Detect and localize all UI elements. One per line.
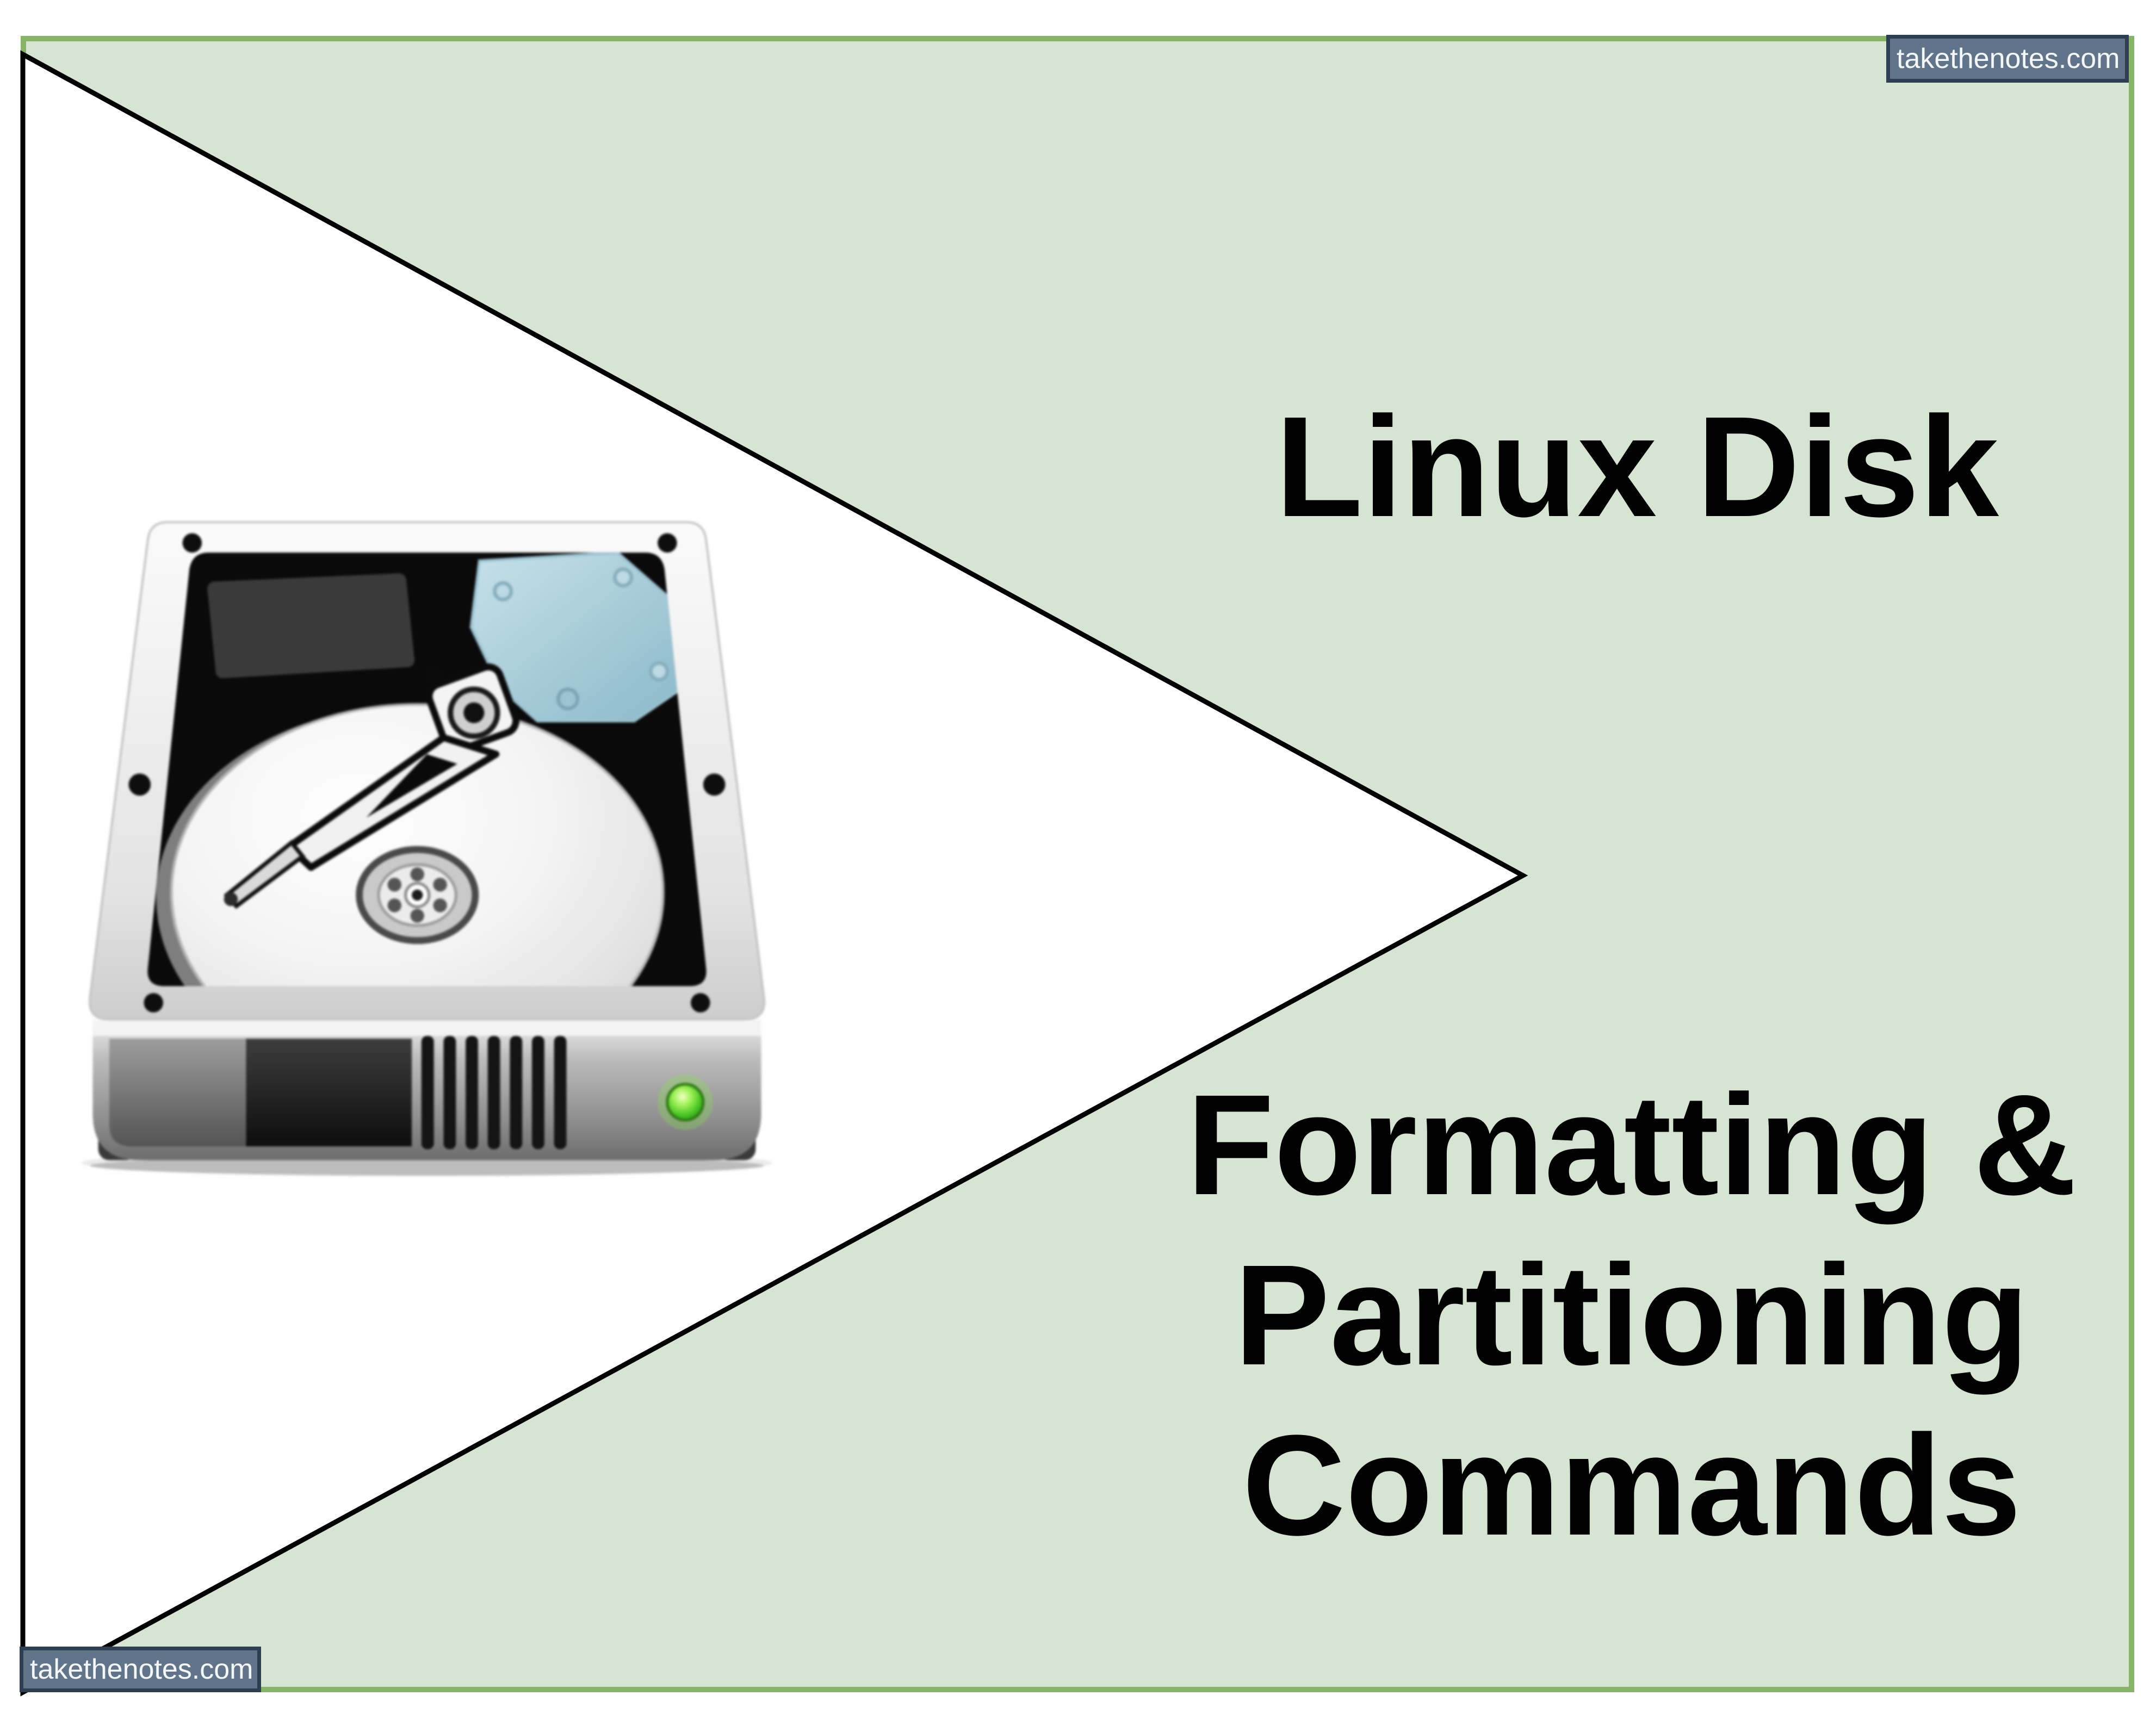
disk-led [658,1075,713,1130]
subtitle-line-2: Partitioning [1234,1235,2029,1395]
white-triangle-shape [20,50,1528,1697]
page-subtitle: Formatting & Partitioning Commands [1115,1060,2148,1570]
case-screws [128,533,726,1013]
disk-actuator-arm [224,663,519,909]
subtitle-line-1: Formatting & [1186,1065,2077,1225]
disk-vents [421,1035,567,1150]
disk-front-panel [92,1019,761,1160]
hard-drive-icon [82,521,772,1177]
disk-label [207,573,415,679]
subtitle-line-3: Commands [1242,1405,2022,1565]
page-title: Linux Disk [1275,387,1999,547]
watermark-bottom-left: takethenotes.com [20,1647,261,1692]
disk-pcb [469,552,689,723]
watermark-top-right: takethenotes.com [1886,35,2129,83]
disk-spindle-hub [356,846,479,945]
